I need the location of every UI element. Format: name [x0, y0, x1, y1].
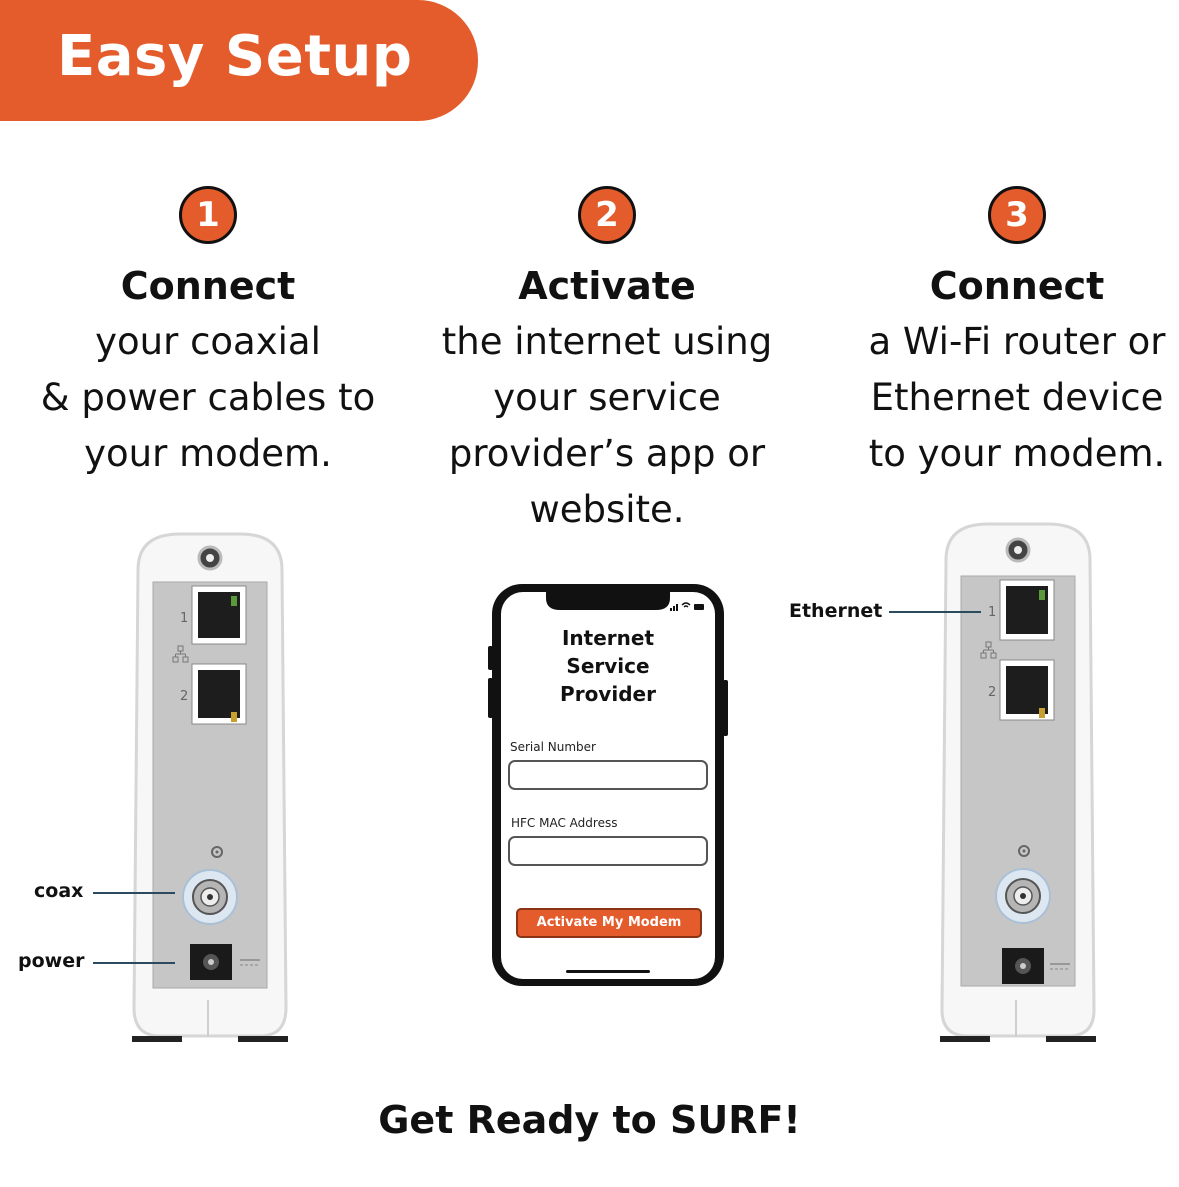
phone-side-button	[488, 678, 493, 718]
step-1-line: your modem.	[84, 432, 332, 475]
modem-foot	[132, 1036, 182, 1042]
step-2-title: Activate	[518, 264, 696, 308]
phone-notch	[546, 592, 670, 610]
isp-title-line: Internet	[561, 626, 655, 650]
signal-icon	[670, 604, 678, 611]
ethernet-port-2	[191, 663, 247, 725]
mac-address-label: HFC MAC Address	[511, 816, 618, 830]
mac-address-input[interactable]	[508, 836, 708, 866]
step-2-body: the internet using your service provider…	[407, 314, 807, 538]
port-2-number: 2	[988, 685, 996, 700]
easy-setup-banner: Easy Setup	[0, 0, 478, 121]
footer-tagline: Get Ready to SURF!	[378, 1098, 801, 1142]
power-port	[1002, 948, 1070, 984]
status-led	[1018, 845, 1030, 857]
phone-side-button	[723, 680, 728, 736]
step-3-badge: 3	[988, 186, 1046, 244]
step-1-line: & power cables to	[40, 376, 376, 419]
coax-port	[182, 869, 238, 925]
power-label: power	[18, 950, 85, 972]
ethernet-label: Ethernet	[789, 600, 883, 622]
modem-back-right: 1 2	[940, 522, 1096, 1042]
modem-foot	[940, 1036, 990, 1042]
status-led	[211, 846, 223, 858]
step-2-line: website.	[529, 488, 685, 531]
port-1-number: 1	[180, 611, 188, 626]
battery-icon	[694, 604, 704, 610]
activate-modem-button[interactable]: Activate My Modem	[516, 908, 702, 938]
phone-side-button	[488, 646, 493, 670]
coax-port	[995, 868, 1051, 924]
serial-number-label: Serial Number	[510, 740, 596, 754]
ethernet-port-1	[191, 585, 247, 645]
coax-label: coax	[34, 880, 84, 902]
step-3: 3 Connect a Wi-Fi router or Ethernet dev…	[817, 186, 1179, 482]
power-leader-line	[93, 962, 175, 964]
isp-title-line: Provider	[560, 682, 656, 706]
step-1-title: Connect	[120, 264, 296, 308]
wifi-icon	[681, 602, 691, 608]
step-3-line: to your modem.	[868, 432, 1166, 475]
isp-title: Internet Service Provider	[530, 624, 686, 708]
step-1-badge: 1	[179, 186, 237, 244]
modem-back-left: 1 2	[132, 532, 288, 1042]
step-2-badge: 2	[578, 186, 636, 244]
step-1-body: your coaxial & power cables to your mode…	[8, 314, 408, 482]
modem-foot	[238, 1036, 288, 1042]
modem-foot	[1046, 1036, 1096, 1042]
serial-number-input[interactable]	[508, 760, 708, 790]
ethernet-port-1	[999, 579, 1055, 641]
step-3-line: a Wi-Fi router or	[868, 320, 1166, 363]
banner-title: Easy Setup	[57, 24, 413, 89]
network-icon	[980, 641, 997, 659]
port-2-number: 2	[180, 689, 188, 704]
step-2-line: the internet using	[441, 320, 773, 363]
isp-title-line: Service	[566, 654, 650, 678]
ethernet-port-2	[999, 659, 1055, 721]
step-3-line: Ethernet device	[870, 376, 1164, 419]
power-port	[190, 944, 260, 980]
ethernet-leader-line	[889, 611, 981, 613]
step-1-line: your coaxial	[95, 320, 321, 363]
coax-leader-line	[93, 892, 175, 894]
step-1: 1 Connect your coaxial & power cables to…	[8, 186, 408, 482]
step-2-line: provider’s app or	[448, 432, 766, 475]
step-2: 2 Activate the internet using your servi…	[407, 186, 807, 538]
home-indicator	[566, 970, 650, 973]
step-3-title: Connect	[929, 264, 1105, 308]
step-2-line: your service	[493, 376, 721, 419]
step-3-body: a Wi-Fi router or Ethernet device to you…	[817, 314, 1179, 482]
port-1-number: 1	[988, 605, 996, 620]
network-icon	[172, 645, 189, 663]
